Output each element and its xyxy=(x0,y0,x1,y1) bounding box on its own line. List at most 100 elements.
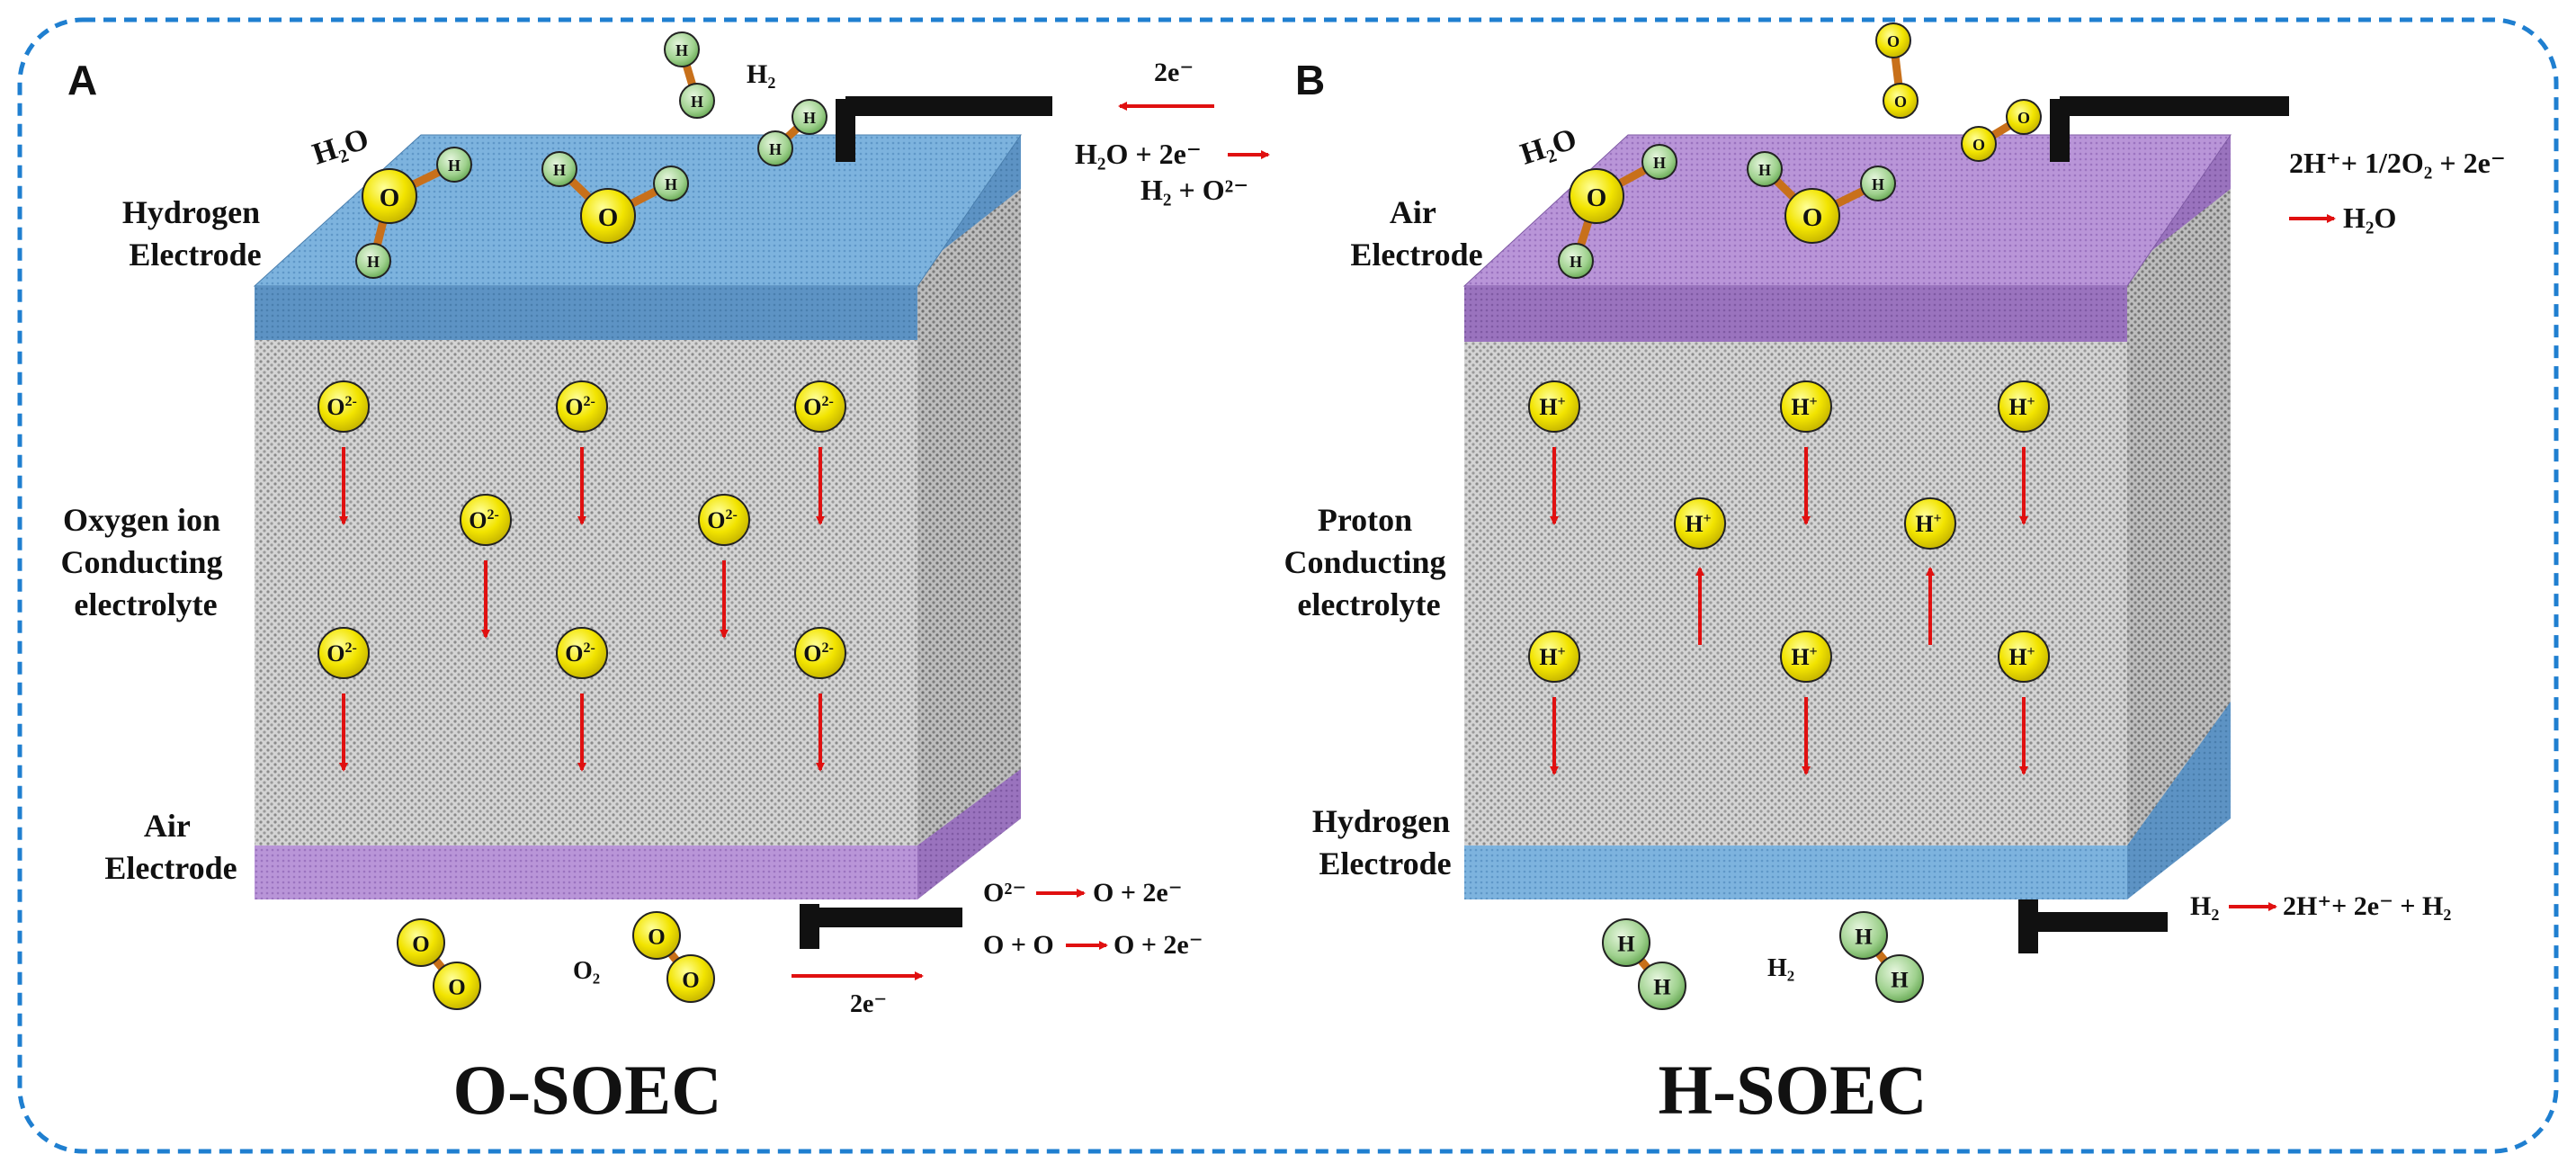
oxygen-atom: O xyxy=(580,188,636,244)
hydrogen-molecule: HH xyxy=(1602,918,1686,1010)
oxygen-atom: O xyxy=(632,911,681,960)
h2o-label: H₂O xyxy=(1516,122,1580,172)
equation-bottom-right: 2H⁺+ 2e⁻ + H₂ xyxy=(2283,891,2451,921)
hydrogen-electrode-front xyxy=(1464,845,2127,899)
ion-charge: 2- xyxy=(725,507,737,523)
equation-bottom-left: H₂ xyxy=(2190,891,2219,921)
equation-top-2: H₂ + O²⁻ xyxy=(1140,174,1248,206)
equation-top-2: H₂O xyxy=(2343,201,2396,234)
panel-title-a: O-SOEC xyxy=(452,1051,721,1129)
ion: H+ xyxy=(1780,631,1832,775)
ion: H+ xyxy=(1528,631,1580,775)
panel-a-o-soec: A Hydrogen Electrode Oxygen ion Conducti… xyxy=(60,31,1270,1129)
oxygen-atom: O xyxy=(1569,168,1624,224)
oxygen-atom: O xyxy=(666,954,715,1003)
atom-label: O xyxy=(598,203,619,232)
ion: O2- xyxy=(794,627,846,772)
water-molecule: HHO xyxy=(1747,151,1896,244)
svg-text:Hydrogen Electrode: Hydrogen Electrode xyxy=(122,194,268,273)
electrolyte-label-3: electrolyte xyxy=(74,586,217,622)
hydrogen-atom: H xyxy=(757,130,793,166)
hydrogen-atom: H xyxy=(792,99,827,135)
atom-label: H xyxy=(553,161,566,179)
svg-text:Hydrogen Electrode: Hydrogen Electrode xyxy=(1312,803,1458,881)
electrolyte-label-3: electrolyte xyxy=(1297,586,1440,622)
hydrogen-electrode-front xyxy=(255,286,917,340)
bottom-electrode-label-2: Electrode xyxy=(1319,845,1451,881)
hydrogen-atom: H xyxy=(1860,166,1896,201)
equation-bottom-1-right: O + 2e⁻ xyxy=(1093,878,1183,908)
atom-label: O xyxy=(412,932,429,956)
electrolyte-label-1: Proton xyxy=(1318,502,1412,538)
hydrogen-atom: H xyxy=(1602,918,1650,967)
svg-text:Air Electrode: Air Electrode xyxy=(104,808,237,886)
atom-label: H xyxy=(691,93,703,111)
air-electrode-front xyxy=(255,845,917,899)
ion: O2- xyxy=(318,627,370,772)
hydrogen-atom: H xyxy=(436,147,472,183)
atom-label: H xyxy=(803,109,816,127)
hydrogen-atom: H xyxy=(664,31,700,67)
top-electrode-label-2: Electrode xyxy=(1350,237,1482,273)
block-side-face xyxy=(917,135,1021,899)
hydrogen-atom: H xyxy=(355,243,391,279)
atom-label: O xyxy=(648,925,665,949)
oxygen-atom: O xyxy=(1883,83,1919,119)
atom-label: O xyxy=(682,968,699,992)
ion: H+ xyxy=(1904,497,1956,645)
atom-label: H xyxy=(1653,154,1666,172)
ion-charge: + xyxy=(1558,644,1566,659)
electron-label-top: 2e⁻ xyxy=(1154,58,1194,87)
hydrogen-atom: H xyxy=(541,151,577,187)
top-electrode-label-2: Electrode xyxy=(129,237,261,273)
ion-charge: 2- xyxy=(821,394,833,409)
atom-label: H xyxy=(1570,253,1582,271)
panel-letter-a: A xyxy=(67,57,97,103)
hydrogen-atom: H xyxy=(1747,151,1783,187)
side-purple-layer xyxy=(917,769,1021,899)
electrolyte-label-2: Conducting xyxy=(60,544,222,580)
ion-charge: 2- xyxy=(344,640,356,656)
ion: H+ xyxy=(1998,631,2050,775)
bottom-electrode-label-2: Electrode xyxy=(104,850,237,886)
hydrogen-atom: H xyxy=(679,83,715,119)
dashed-frame xyxy=(17,17,2559,1154)
ion-charge: + xyxy=(2027,394,2035,409)
ion: H+ xyxy=(1674,497,1726,645)
atom-label: O xyxy=(1587,183,1607,212)
atom-label: H xyxy=(1872,175,1884,193)
svg-text:Proton Conducting: Proton Conducting electrolyte xyxy=(1284,502,1453,622)
water-molecule: H H O xyxy=(541,151,689,244)
ion-charge: + xyxy=(1810,394,1818,409)
ion: O2- xyxy=(794,380,846,525)
ion-charge: + xyxy=(1934,511,1942,526)
electrolyte-label-1: Oxygen ion xyxy=(63,502,220,538)
hydrogen-molecule: HH xyxy=(757,99,827,166)
svg-text:Air Electrode: Air Electrode xyxy=(1350,194,1482,273)
equation-bottom-1-left: O²⁻ xyxy=(983,878,1026,908)
bottom-electrode-label-1: Hydrogen xyxy=(1312,803,1450,839)
ion-charge: 2- xyxy=(821,640,833,656)
electron-label-bottom: 2e⁻ xyxy=(850,990,887,1018)
ion-label: H+ xyxy=(2008,394,2035,420)
equation-top-1: 2H⁺+ 1/2O₂ + 2e⁻ xyxy=(2289,147,2506,179)
oxygen-atom: O xyxy=(397,918,445,967)
hydrogen-atom: H xyxy=(1641,144,1677,180)
atom-label: O xyxy=(380,183,400,212)
hydrogen-atom: H xyxy=(1558,243,1594,279)
hydrogen-molecule: HH xyxy=(664,31,715,119)
electrolyte-label-2: Conducting xyxy=(1284,544,1445,580)
ion-charge: + xyxy=(1810,644,1818,659)
top-wire xyxy=(2050,96,2289,162)
atom-label: H xyxy=(367,253,380,271)
atom-label: H xyxy=(1758,161,1771,179)
atom-label: H xyxy=(665,175,677,193)
oxygen-molecule: OO xyxy=(632,911,715,1003)
equation-top-1: H₂O + 2e⁻ xyxy=(1075,138,1202,170)
oxygen-molecule: OO xyxy=(397,918,481,1010)
hydrogen-atom: H xyxy=(653,166,689,201)
ion-charge: + xyxy=(1558,394,1566,409)
ion-charge: 2- xyxy=(583,640,595,656)
oxygen-atom: O xyxy=(1875,22,1911,58)
